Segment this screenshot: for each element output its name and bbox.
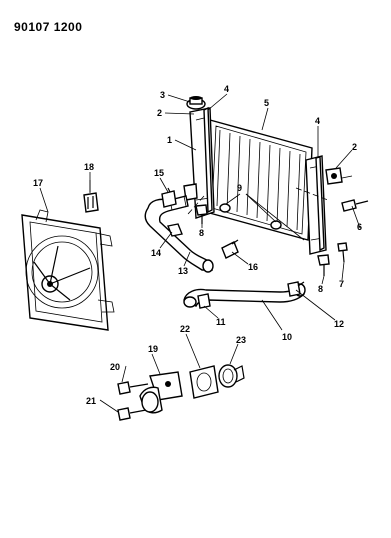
screw-7 xyxy=(337,242,348,263)
radiator xyxy=(205,119,313,241)
callout-14: 14 xyxy=(151,248,161,258)
seal-strips xyxy=(203,106,325,252)
callout-8-right: 8 xyxy=(318,284,323,294)
drain-plug-left xyxy=(195,204,208,224)
callout-16: 16 xyxy=(248,262,258,272)
callout-17: 17 xyxy=(33,178,43,188)
callout-6: 6 xyxy=(357,222,362,232)
callout-23: 23 xyxy=(236,335,246,345)
callout-4-left: 4 xyxy=(224,84,229,94)
gasket xyxy=(189,365,219,399)
grommets xyxy=(219,203,282,230)
callout-8-left: 8 xyxy=(199,228,204,238)
bolt-20 xyxy=(117,381,149,395)
fan-shroud xyxy=(21,209,115,331)
callout-2-right: 2 xyxy=(352,142,357,152)
callout-12: 12 xyxy=(334,319,344,329)
callout-10: 10 xyxy=(282,332,292,342)
leader-lines xyxy=(39,93,361,413)
callout-15: 15 xyxy=(154,168,164,178)
callout-13: 13 xyxy=(178,266,188,276)
callout-1: 1 xyxy=(167,135,172,145)
diagram-code: 90107 1200 xyxy=(14,20,83,34)
shroud-clip xyxy=(83,180,99,213)
drain-plug-right xyxy=(317,254,330,276)
callout-20: 20 xyxy=(110,362,120,372)
hose-clamp-12 xyxy=(287,281,305,297)
callout-11: 11 xyxy=(216,317,226,327)
radiator-cap xyxy=(186,96,206,110)
upper-hose-clamp xyxy=(161,187,177,208)
callout-3: 3 xyxy=(160,90,165,100)
hose-clamp-11 xyxy=(197,293,211,309)
callout-7: 7 xyxy=(339,279,344,289)
callout-4-right: 4 xyxy=(315,116,320,126)
bolt-21 xyxy=(117,407,147,421)
hose-clamp-16 xyxy=(221,239,239,259)
callout-9: 9 xyxy=(237,183,242,193)
callout-5: 5 xyxy=(264,98,269,108)
callout-2-left: 2 xyxy=(157,108,162,118)
callout-21: 21 xyxy=(86,396,96,406)
bolt-6 xyxy=(341,199,369,212)
right-fitting xyxy=(325,167,353,185)
callout-22: 22 xyxy=(180,324,190,334)
callout-19: 19 xyxy=(148,344,158,354)
thermostat xyxy=(218,364,245,388)
callout-numbers: 3 2 4 5 1 4 2 6 7 8 8 9 10 11 12 13 14 1… xyxy=(33,84,362,406)
callout-18: 18 xyxy=(84,162,94,172)
thermostat-housing xyxy=(139,371,183,414)
